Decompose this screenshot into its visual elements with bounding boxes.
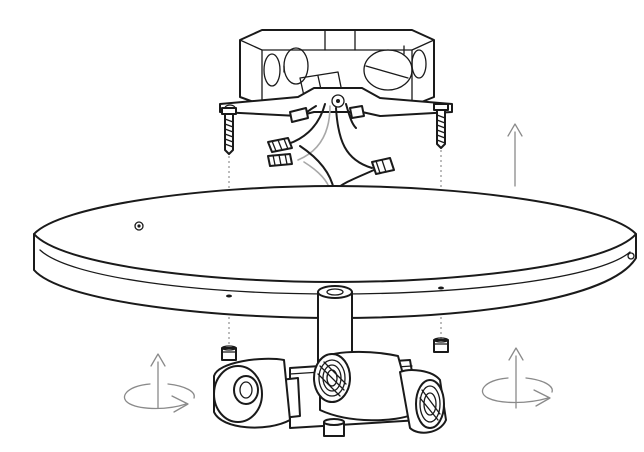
mounting-screw-left xyxy=(221,107,237,155)
up-arrow xyxy=(508,347,524,409)
knockout-hole xyxy=(411,49,427,79)
set-screw xyxy=(323,418,345,437)
knockout-hole xyxy=(263,53,281,87)
light-fixture-body xyxy=(213,285,447,437)
rotate-arrow xyxy=(124,383,195,413)
mounting-hole xyxy=(226,294,232,298)
plate-screw-hole xyxy=(627,252,635,260)
socket xyxy=(313,350,415,422)
up-arrow xyxy=(150,353,166,409)
socket xyxy=(213,357,291,429)
wire-connector xyxy=(267,105,395,175)
mounting-screw-right xyxy=(433,103,449,149)
ground-screw xyxy=(331,94,345,108)
junction-box xyxy=(239,29,435,106)
cap-nut-right xyxy=(433,337,449,353)
mounting-hole xyxy=(438,286,444,290)
up-arrow xyxy=(507,123,523,187)
cap-nut-left xyxy=(221,345,237,361)
canopy-plate xyxy=(33,185,637,319)
socket xyxy=(399,369,447,434)
rotate-arrow xyxy=(482,377,553,407)
plate-screw-hole xyxy=(134,221,144,231)
